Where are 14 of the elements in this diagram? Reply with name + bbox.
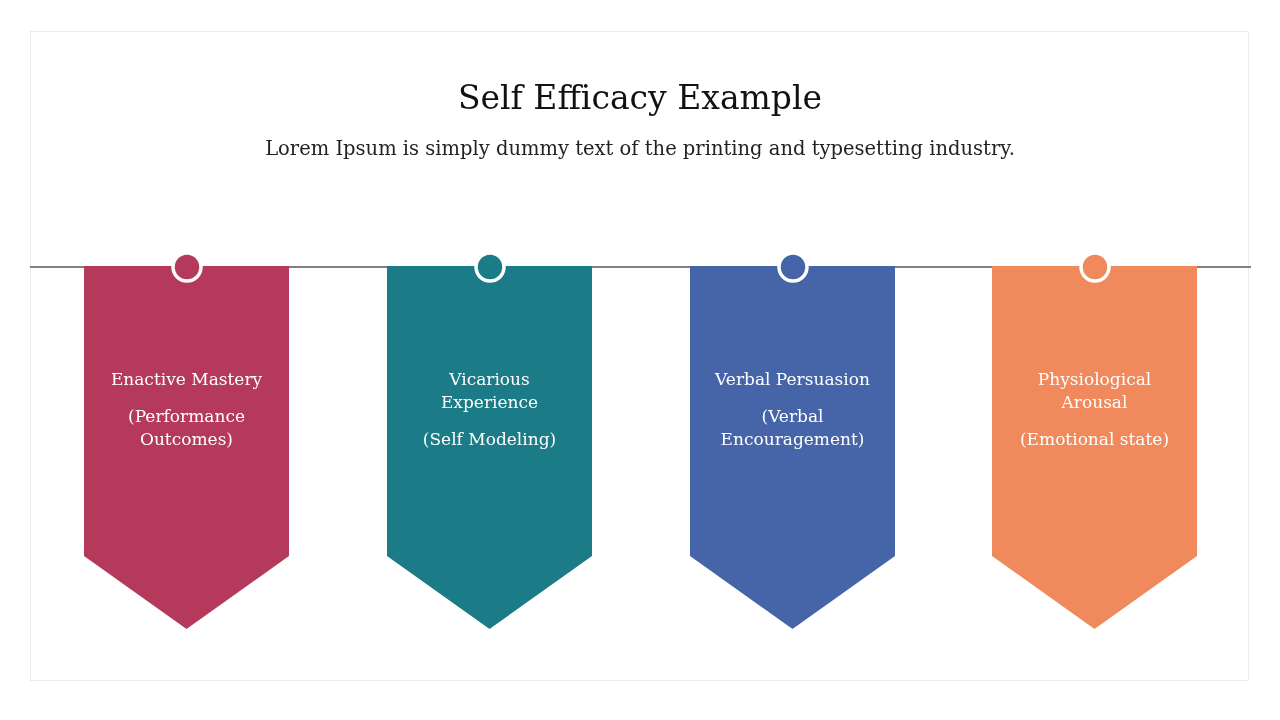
banner-title: Physiological Arousal — [1036, 368, 1153, 414]
banner — [387, 266, 592, 629]
banner-title: Enactive Mastery — [109, 368, 264, 391]
banner-text: (Performance Outcomes) — [127, 405, 246, 451]
banner — [690, 266, 895, 629]
banner — [84, 266, 289, 629]
banner-title: Verbal Persuasion — [713, 368, 871, 391]
subtitle-text: Lorem Ipsum is simply dummy text of the printing and typesetting industry. — [265, 137, 1015, 160]
banner-text: (Emotional state) — [1018, 428, 1170, 451]
slide-title: Self Efficacy Example — [457, 78, 823, 117]
banner — [992, 266, 1197, 629]
banner-text: (Verbal Encouragement) — [719, 405, 866, 451]
banner-title: Vicarious Experience — [439, 368, 540, 414]
banner-text: (Self Modeling) — [421, 428, 558, 451]
